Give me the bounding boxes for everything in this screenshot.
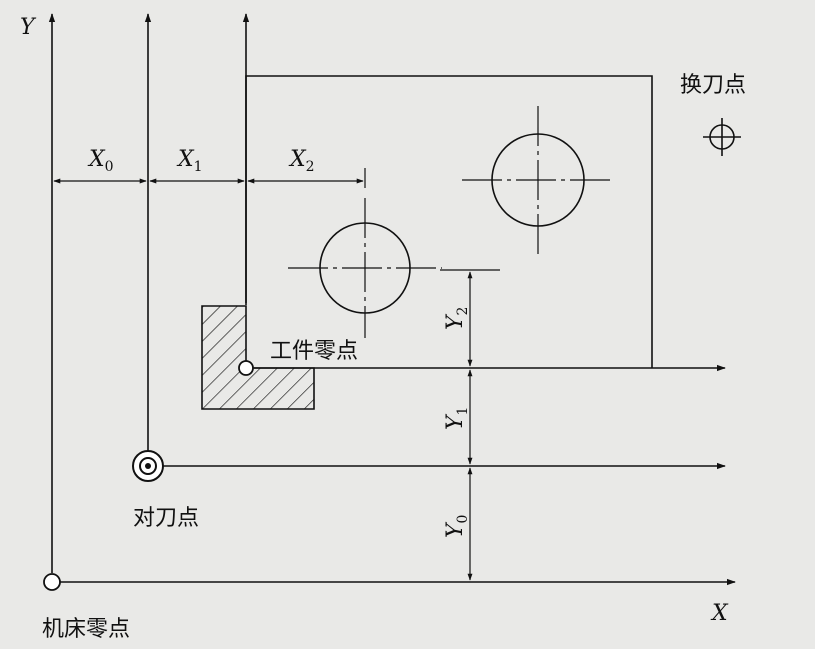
hole-2	[462, 106, 614, 254]
x1-label: X1	[176, 147, 203, 175]
tool-change-point-label: 换刀点	[680, 73, 746, 98]
tool-setting-point-label: 对刀点	[133, 506, 199, 531]
workpiece-zero-label: 工件零点	[270, 339, 358, 364]
machine-zero-label: 机床零点	[42, 617, 130, 642]
x-axis-label: X	[710, 601, 729, 626]
workpiece-zero-marker	[238, 360, 254, 376]
workpiece-outline	[245, 75, 653, 368]
x2-label: X2	[288, 147, 315, 175]
y0-label: Y0	[443, 515, 471, 538]
hole-1	[288, 198, 442, 338]
fixture-block	[201, 305, 315, 410]
y1-label: Y1	[443, 407, 471, 430]
y2-label: Y2	[443, 307, 471, 330]
machine-zero-marker	[43, 573, 61, 591]
tool-change-point-marker	[703, 118, 741, 156]
y-axis-label: Y	[20, 15, 37, 40]
x0-label: X0	[87, 147, 114, 175]
tool-setting-point-marker	[132, 450, 164, 482]
